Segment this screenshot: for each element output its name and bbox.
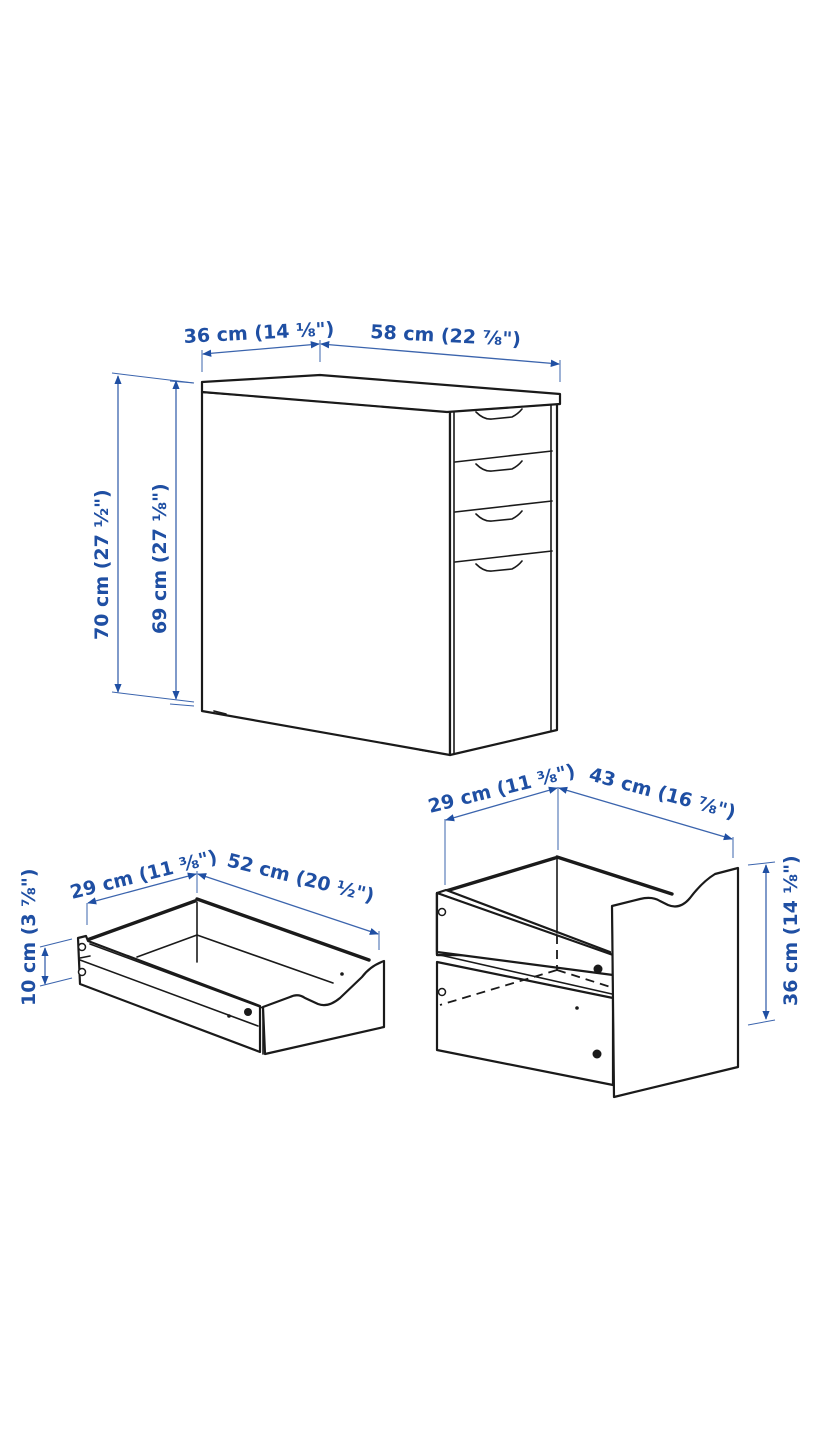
deep-depth-label: 43 cm (16 ⅞") — [587, 764, 738, 824]
shallow-height-label: 10 cm (3 ⅞") — [18, 869, 40, 1007]
dimension-shallow-depth: 52 cm (20 ½") — [197, 850, 380, 950]
unit-body-height-label: 69 cm (27 ⅛") — [149, 483, 171, 634]
dimension-unit-width: 36 cm (14 ⅛") — [183, 318, 335, 372]
dimension-unit-body-height: 69 cm (27 ⅛") — [149, 380, 195, 707]
drawer-unit-illustration — [200, 373, 562, 757]
dimension-deep-depth: 43 cm (16 ⅞") — [558, 764, 738, 858]
unit-total-height-label: 70 cm (27 ½") — [91, 489, 113, 640]
dimension-shallow-height: 10 cm (3 ⅞") — [18, 869, 73, 1007]
drawer-fronts — [454, 408, 553, 572]
unit-width-label: 36 cm (14 ⅛") — [183, 318, 335, 348]
dimension-unit-depth: 58 cm (22 ⅞") — [320, 321, 561, 382]
dimension-deep-width: 29 cm (11 ⅜") — [426, 760, 577, 885]
deep-height-label: 36 cm (14 ⅛") — [780, 855, 802, 1006]
shallow-depth-label: 52 cm (20 ½") — [225, 850, 377, 908]
deep-drawer-illustration — [435, 855, 740, 1099]
unit-depth-label: 58 cm (22 ⅞") — [370, 321, 522, 351]
dimension-unit-total-height: 70 cm (27 ½") — [91, 372, 195, 703]
shallow-drawer-illustration — [76, 897, 386, 1056]
dimension-deep-height: 36 cm (14 ⅛") — [747, 855, 802, 1026]
